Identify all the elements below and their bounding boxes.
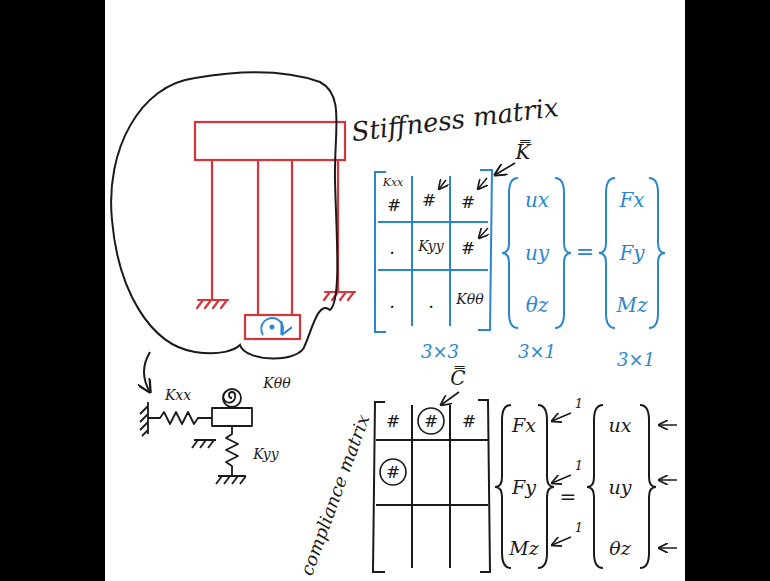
fixed-support [324,292,355,300]
unit-load: 1 [575,459,583,473]
matrix-bracket [375,172,386,332]
unit-load-arrows [552,413,677,548]
pointer-arrow [552,537,571,545]
unit-load: 1 [575,521,583,535]
entry-pointers [439,178,488,238]
pointer-arrow [441,392,459,405]
matrix-grid [378,176,488,326]
pointer-arrow [659,547,677,549]
dimension-label: 3×1 [617,350,655,370]
matrix-entry: . [389,292,395,312]
matrix-entry: Kyy [418,239,443,254]
spring-label: Kθθ [263,376,290,391]
vector-entry: θz [609,538,630,559]
vector-entry: Fx [512,415,536,436]
brace [640,405,656,568]
matrix-entry: # [386,463,400,482]
matrix-entry: # [461,239,475,258]
dimension-label: 3×1 [518,342,556,362]
matrix-bracket [373,402,385,572]
stiffness-matrix [375,170,665,332]
beam [195,122,345,160]
vector-entry: uy [525,242,549,264]
vector-entry: θz [526,294,549,316]
brace [555,178,571,328]
spring-symbol [226,426,238,476]
dimension-label: 3×3 [421,342,459,362]
pointer-arrow [478,178,487,189]
matrix-symbol: C̿ [450,367,465,389]
brace [587,405,603,568]
node-dot [270,325,275,330]
compliance-matrix [373,400,656,572]
joint-block [245,315,300,339]
vector-entry: Mz [509,538,538,559]
columns [212,160,338,315]
pointer-arrow [479,228,488,238]
pointer-arrow [552,413,571,421]
matrix-entry: Kxx [383,177,404,189]
brace [495,405,511,568]
rotation-arrow [261,318,283,335]
matrix-entry: . [389,238,395,258]
matrix-entry: # [424,412,438,431]
circle-mark [380,459,406,485]
brace [599,178,615,328]
equals-sign: = [560,486,577,508]
ground [192,440,216,448]
matrix-entry: # [461,193,475,212]
matrix-entry: Kθθ [456,292,483,307]
matrix-entry: # [386,412,400,431]
matrix-symbol: K̿ [516,141,531,163]
vector-entry: Fy [512,477,536,498]
spring-label: Kyy [253,447,278,462]
brace [538,405,554,568]
matrix-entry: . [428,292,434,312]
spring-label: Kxx [165,388,191,403]
matrix-grid [376,405,488,568]
matrix-entry: # [422,191,436,210]
frame-structure [195,122,355,339]
matrix-entry: # [462,412,476,431]
spring-model [140,389,252,484]
wall [140,402,148,436]
vector-entry: uy [609,477,632,498]
substructure-boundary [111,73,337,359]
pointer-arrow [552,475,571,483]
vector-entry: ux [609,415,632,436]
pointer-arrow [495,163,515,175]
pointer-arrow [659,424,677,426]
unit-load: 1 [575,397,583,411]
whiteboard [105,0,685,581]
matrix-entry: # [387,196,401,215]
mass-block [212,408,252,426]
vector-entry: Fy [619,242,644,264]
vector-entry: Fx [619,189,644,211]
brace [649,178,665,328]
vector-entry: Mz [616,294,647,316]
pointer-arrow [144,352,150,392]
spring-symbol [148,412,212,424]
rotational-spring [223,391,235,403]
equals-sign: = [576,240,594,264]
brace [502,178,518,328]
vector-entry: ux [525,189,549,211]
pointer-arrow [439,180,446,189]
ground [216,476,246,484]
pointer-arrow [659,479,677,481]
rotational-spring [223,389,241,407]
circle-mark [418,408,444,434]
matrix-bracket [478,400,490,572]
fixed-support [197,300,228,308]
